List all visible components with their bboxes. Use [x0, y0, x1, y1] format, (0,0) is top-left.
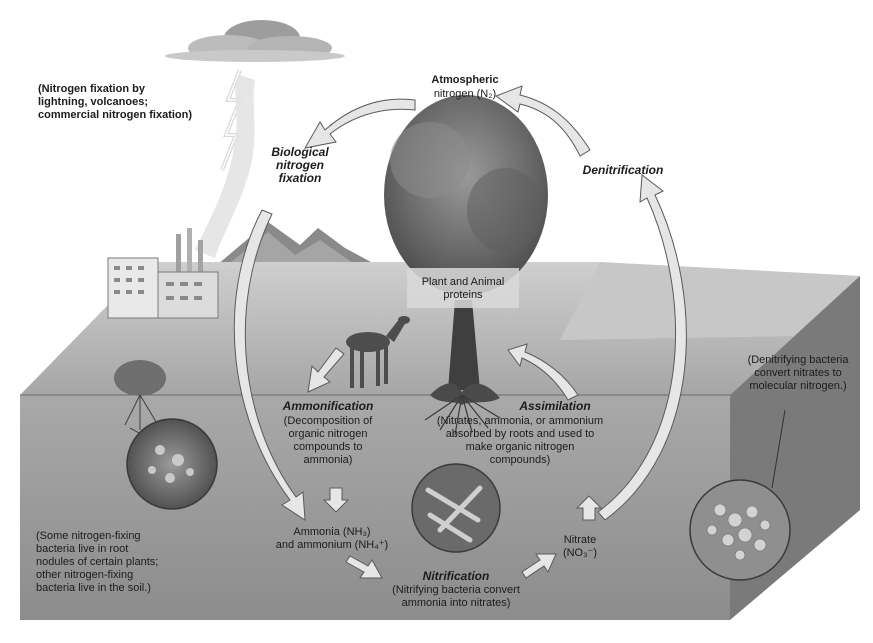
root-nodule-note-line: other nitrogen-fixing: [36, 569, 216, 582]
nitrification-label: Nitrification: [396, 570, 516, 583]
atmospheric-title: Atmospheric: [410, 74, 520, 87]
factory: [108, 228, 218, 318]
assimilation-note-line: make organic nitrogen: [420, 441, 620, 454]
ammonification-note-line: compounds to: [262, 441, 394, 454]
ammonification-note-line: ammonia): [262, 454, 394, 467]
ammonification-note: (Decomposition of organic nitrogen compo…: [262, 415, 394, 467]
assimilation-label: Assimilation: [500, 400, 610, 413]
lightning-note-line: lightning, volcanoes;: [38, 96, 238, 109]
storm-cloud: [165, 20, 345, 62]
nitrate-formula-line: (NO₃⁻): [545, 547, 615, 560]
assimilation-note: (Nitrates, ammonia, or ammonium absorbed…: [420, 415, 620, 467]
nitrification-note-line: (Nitrifying bacteria convert: [356, 584, 556, 597]
proteins-line: proteins: [405, 289, 521, 302]
biological-fixation-label: Biological nitrogen fixation: [250, 146, 350, 185]
assimilation-note-line: absorbed by roots and used to: [420, 428, 620, 441]
ammonification-label: Ammonification: [268, 400, 388, 413]
ammonification-note-line: organic nitrogen: [262, 428, 394, 441]
nitrifying-bacteria-magnifier: [412, 464, 500, 552]
lightning-note-line: (Nitrogen fixation by: [38, 83, 238, 96]
root-nodule-note-line: (Some nitrogen-fixing: [36, 530, 216, 543]
root-nodule-magnifier: [127, 419, 217, 509]
ammonia-line: Ammonia (NH₃): [262, 526, 402, 539]
ammonia-label: Ammonia (NH₃) and ammonium (NH₄⁺): [262, 526, 402, 552]
denitrifying-note: (Denitrifying bacteria convert nitrates …: [734, 354, 862, 393]
nitrate-label: Nitrate (NO₃⁻): [545, 534, 615, 560]
denitrifying-note-line: convert nitrates to: [734, 367, 862, 380]
denitrifying-note-line: molecular nitrogen.): [734, 380, 862, 393]
ammonium-line: and ammonium (NH₄⁺): [262, 539, 402, 552]
root-nodule-note-line: nodules of certain plants;: [36, 556, 216, 569]
ammonification-note-line: (Decomposition of: [262, 415, 394, 428]
root-nodule-note-line: bacteria live in root: [36, 543, 216, 556]
denitrifying-note-line: (Denitrifying bacteria: [734, 354, 862, 367]
atmospheric-n2-label: nitrogen (N₂): [410, 88, 520, 101]
nitrification-note: (Nitrifying bacteria convert ammonia int…: [356, 584, 556, 610]
nitrate-line: Nitrate: [545, 534, 615, 547]
assimilation-note-line: compounds): [420, 454, 620, 467]
assimilation-note-line: (Nitrates, ammonia, or ammonium: [420, 415, 620, 428]
root-nodule-note-line: bacteria live in the soil.): [36, 582, 216, 595]
proteins-line: Plant and Animal: [405, 276, 521, 289]
plant-animal-proteins-label: Plant and Animal proteins: [405, 276, 521, 302]
lightning-note: (Nitrogen fixation by lightning, volcano…: [38, 83, 238, 122]
denitrification-label: Denitrification: [568, 164, 678, 177]
biological-fixation-line: fixation: [250, 172, 350, 185]
root-nodule-note: (Some nitrogen-fixing bacteria live in r…: [36, 530, 216, 595]
lightning-note-line: commercial nitrogen fixation): [38, 109, 238, 122]
nitrification-note-line: ammonia into nitrates): [356, 597, 556, 610]
